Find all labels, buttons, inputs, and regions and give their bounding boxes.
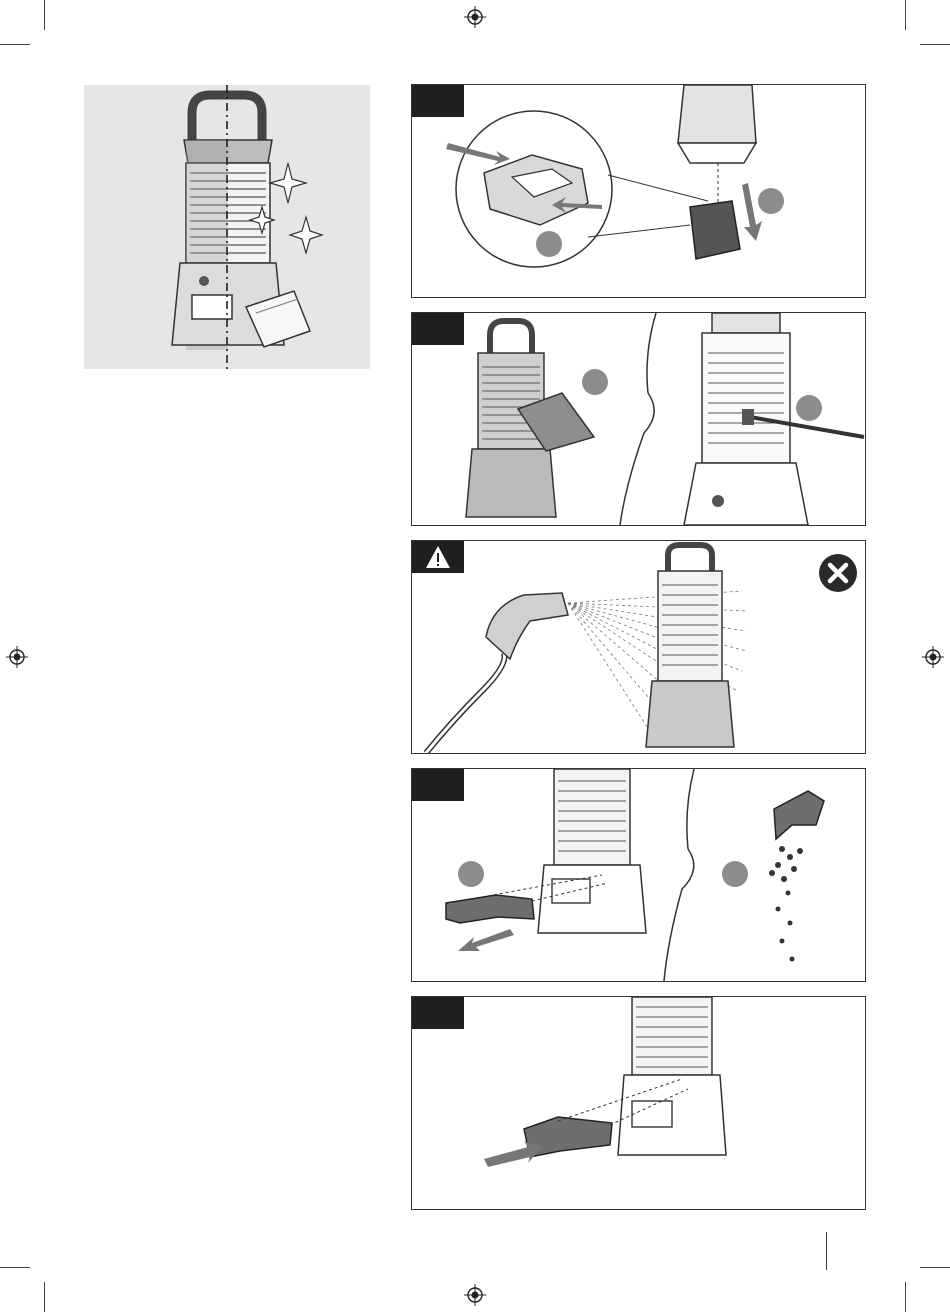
- warning-tab: [412, 541, 464, 573]
- crop-mark-br-h: [920, 1267, 950, 1268]
- figure-tab: [412, 85, 464, 117]
- figure-tab: [412, 997, 464, 1029]
- prohibited-x-icon: [818, 553, 858, 593]
- callout-marker: [722, 861, 748, 887]
- crop-mark-tl-h: [0, 44, 30, 45]
- callout-marker: [758, 188, 784, 214]
- warning-triangle-icon: [412, 541, 464, 573]
- registration-mark-icon: [6, 646, 28, 668]
- callout-marker: [458, 861, 484, 887]
- crop-mark-tr-v: [905, 0, 906, 30]
- registration-mark-icon: [922, 646, 944, 668]
- hero-illustration: [84, 85, 370, 369]
- page-edge-rule: [826, 1232, 827, 1270]
- callout-marker: [796, 395, 822, 421]
- callout-marker: [536, 231, 562, 257]
- figure-tab: [412, 313, 464, 345]
- crop-mark-br-v: [905, 1282, 906, 1312]
- crop-mark-bl-h: [0, 1267, 30, 1268]
- figure-panel-4: [411, 768, 866, 982]
- registration-mark-icon: [464, 1284, 486, 1306]
- callout-marker: [582, 369, 608, 395]
- figure-panel-1: [411, 84, 866, 298]
- figure-panel-5: [411, 996, 866, 1210]
- figure-tab: [412, 769, 464, 801]
- crop-mark-bl-v: [44, 1282, 45, 1312]
- registration-mark-icon: [464, 6, 486, 28]
- figure-panel-2: [411, 312, 866, 526]
- crop-mark-tl-v: [44, 0, 45, 30]
- crop-mark-tr-h: [920, 44, 950, 45]
- figure-panel-3: [411, 540, 866, 754]
